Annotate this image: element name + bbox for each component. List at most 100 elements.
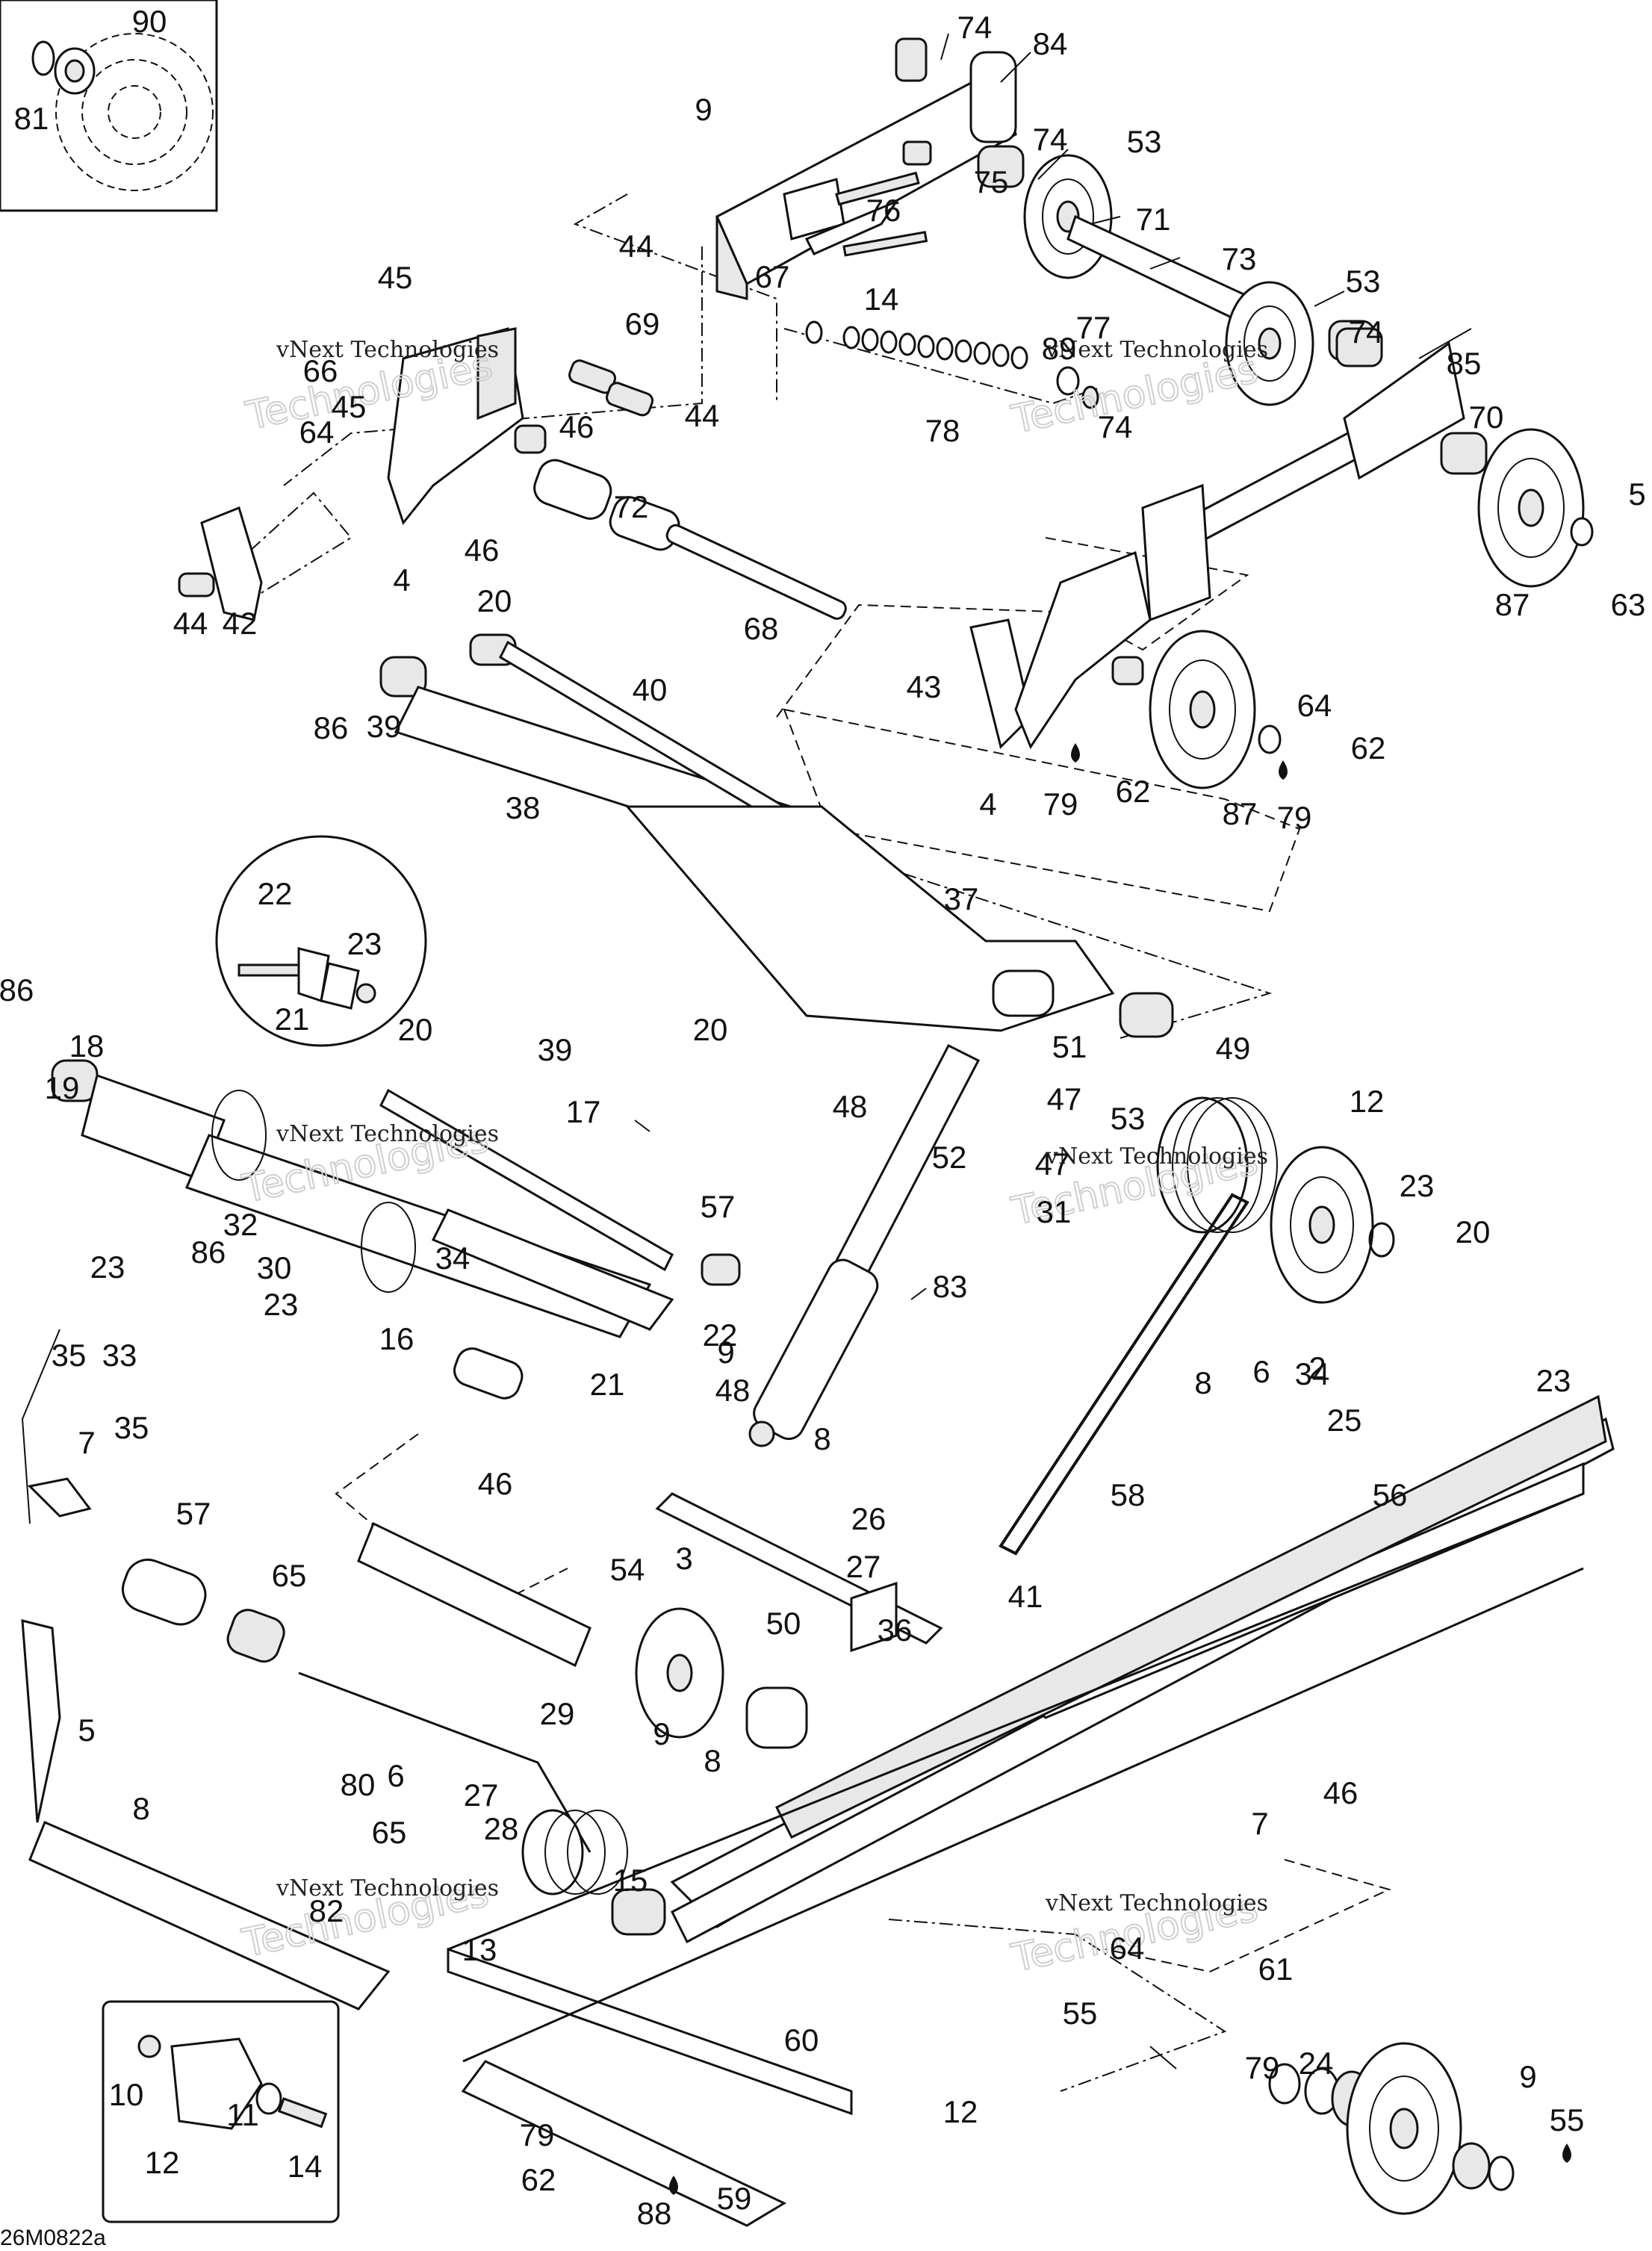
callout-79: 79 xyxy=(1043,786,1078,822)
diagram-code: 26M0822a xyxy=(0,2226,106,2250)
callout-19: 19 xyxy=(45,1070,80,1105)
callout-74: 74 xyxy=(1033,122,1068,157)
callout-86: 86 xyxy=(191,1235,226,1270)
callout-21: 21 xyxy=(275,1002,310,1037)
callout-16: 16 xyxy=(379,1321,414,1356)
callout-5: 5 xyxy=(1628,476,1645,512)
callout-4: 4 xyxy=(393,562,410,597)
callout-87: 87 xyxy=(1223,796,1258,831)
callout-30: 30 xyxy=(257,1250,292,1285)
watermark-text: vNext Technologies xyxy=(276,337,499,363)
rear-lower-parts xyxy=(21,1477,666,2011)
callout-20: 20 xyxy=(477,583,512,618)
callout-40: 40 xyxy=(633,672,668,707)
callout-43: 43 xyxy=(907,669,942,704)
front-arm-shafts xyxy=(379,633,1174,1038)
callout-47: 47 xyxy=(1035,1146,1070,1182)
callout-61: 61 xyxy=(1258,1952,1294,1987)
callout-52: 52 xyxy=(932,1140,967,1175)
callout-90: 90 xyxy=(132,4,167,39)
callout-37: 37 xyxy=(944,881,979,916)
callout-25: 25 xyxy=(1327,1403,1362,1438)
callout-23: 23 xyxy=(90,1249,125,1285)
oil-drop-icon xyxy=(1562,2143,1571,2163)
callout-57: 57 xyxy=(701,1189,736,1224)
callout-36: 36 xyxy=(878,1612,913,1648)
inset-bearing-detail xyxy=(0,0,218,212)
callout-22: 22 xyxy=(258,876,293,911)
callout-23: 23 xyxy=(1536,1363,1571,1398)
callout-53: 53 xyxy=(1127,124,1162,159)
callout-44: 44 xyxy=(619,229,654,264)
callout-9: 9 xyxy=(695,92,712,127)
callout-88: 88 xyxy=(637,2196,672,2231)
callout-66: 66 xyxy=(303,353,338,388)
callout-73: 73 xyxy=(1222,241,1257,276)
front-arm xyxy=(51,1059,741,1400)
callout-55: 55 xyxy=(1550,2102,1585,2137)
callout-12: 12 xyxy=(1350,1084,1385,1119)
callout-7: 7 xyxy=(78,1425,95,1460)
callout-35: 35 xyxy=(52,1338,87,1373)
callout-65: 65 xyxy=(272,1558,307,1593)
callout-14: 14 xyxy=(864,282,899,317)
callout-9: 9 xyxy=(1519,2059,1536,2094)
callout-56: 56 xyxy=(1373,1477,1408,1512)
shim-row xyxy=(805,320,1099,409)
callout-17: 17 xyxy=(566,1094,601,1129)
callout-8: 8 xyxy=(1194,1365,1211,1400)
rear-idler-arm xyxy=(1141,327,1594,622)
callout-81: 81 xyxy=(14,101,49,136)
callout-27: 27 xyxy=(464,1777,499,1813)
callout-46: 46 xyxy=(1323,1775,1358,1810)
callout-31: 31 xyxy=(1037,1194,1072,1229)
detail-circle-22-23-21 xyxy=(215,835,427,1047)
callout-58: 58 xyxy=(1111,1477,1146,1512)
left-bracket-group xyxy=(178,327,847,621)
callout-12: 12 xyxy=(943,2094,978,2129)
callout-46: 46 xyxy=(478,1466,513,1501)
callout-23: 23 xyxy=(1400,1168,1435,1203)
callout-57: 57 xyxy=(176,1496,211,1531)
callout-82: 82 xyxy=(309,1893,344,1928)
callout-23: 23 xyxy=(264,1287,299,1322)
callout-84: 84 xyxy=(1033,26,1068,61)
callout-9: 9 xyxy=(717,1335,734,1370)
callout-27: 27 xyxy=(846,1549,881,1584)
callout-78: 78 xyxy=(925,413,960,448)
callout-11: 11 xyxy=(226,2097,259,2132)
callout-89: 89 xyxy=(1042,331,1077,366)
callout-86: 86 xyxy=(0,972,34,1007)
callout-75: 75 xyxy=(974,164,1009,199)
leader-lines xyxy=(634,33,1472,2070)
lower-rear-wheel xyxy=(1268,2042,1515,2215)
callout-33: 33 xyxy=(102,1338,137,1373)
callout-79: 79 xyxy=(1245,2050,1280,2085)
callout-2: 2 xyxy=(1308,1350,1326,1385)
callout-8: 8 xyxy=(813,1421,830,1456)
callout-54: 54 xyxy=(610,1552,645,1587)
callout-83: 83 xyxy=(933,1269,968,1304)
callout-51: 51 xyxy=(1052,1029,1087,1064)
callout-53: 53 xyxy=(1346,264,1381,299)
callout-64: 64 xyxy=(1297,688,1332,723)
callout-69: 69 xyxy=(625,306,660,341)
callout-46: 46 xyxy=(465,533,500,568)
oil-drop-icon xyxy=(669,2176,678,2195)
callout-44: 44 xyxy=(685,398,720,433)
callout-20: 20 xyxy=(1456,1214,1491,1249)
callout-77: 77 xyxy=(1076,310,1111,345)
callout-79: 79 xyxy=(520,2117,555,2152)
callout-3: 3 xyxy=(675,1541,692,1576)
callout-46: 46 xyxy=(559,409,594,444)
callout-39: 39 xyxy=(538,1032,573,1067)
callout-44: 44 xyxy=(173,606,208,641)
callout-41: 41 xyxy=(1008,1579,1043,1614)
callout-67: 67 xyxy=(755,259,790,294)
callout-79: 79 xyxy=(1277,800,1312,835)
callout-34: 34 xyxy=(435,1241,471,1276)
callout-74: 74 xyxy=(1349,314,1384,350)
callout-24: 24 xyxy=(1299,2046,1334,2081)
upper-pivot-arm xyxy=(715,37,1017,300)
